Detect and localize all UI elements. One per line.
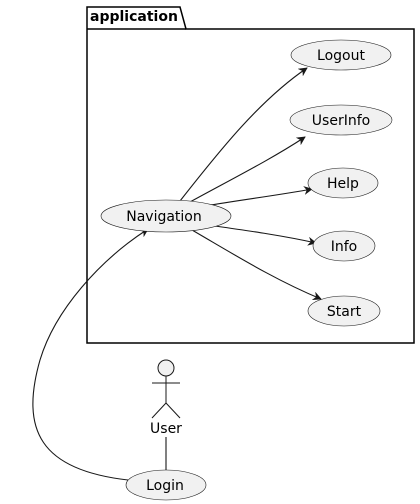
use-case-start[interactable]: Start (307, 295, 381, 327)
use-case-label-userinfo: UserInfo (312, 113, 370, 129)
edge-navigation-logout (179, 67, 308, 202)
actor-label-user: User (150, 421, 182, 437)
edge-login-navigation (32, 228, 149, 481)
package-application: application (86, 6, 415, 344)
edges (32, 67, 322, 481)
edge-navigation-start (191, 229, 322, 301)
actor-user[interactable]: User (150, 359, 182, 437)
use-case-info[interactable]: Info (312, 230, 376, 262)
actor-figure-icon (151, 359, 181, 419)
use-case-label-login: Login (146, 478, 184, 494)
edge-navigation-info (214, 225, 317, 246)
use-case-login[interactable]: Login (125, 469, 207, 501)
edge-navigation-userinfo (189, 136, 306, 203)
use-case-label-navigation: Navigation (126, 209, 202, 225)
use-case-userinfo[interactable]: UserInfo (289, 104, 393, 136)
use-case-navigation[interactable]: Navigation (100, 199, 232, 233)
use-case-logout[interactable]: Logout (290, 39, 392, 71)
package-title: application (90, 9, 178, 25)
use-case-label-info: Info (331, 239, 358, 255)
use-case-label-logout: Logout (317, 48, 365, 64)
use-case-help[interactable]: Help (307, 167, 379, 199)
edge-navigation-help (204, 186, 313, 207)
use-case-label-help: Help (327, 176, 359, 192)
use-case-label-start: Start (327, 304, 362, 320)
